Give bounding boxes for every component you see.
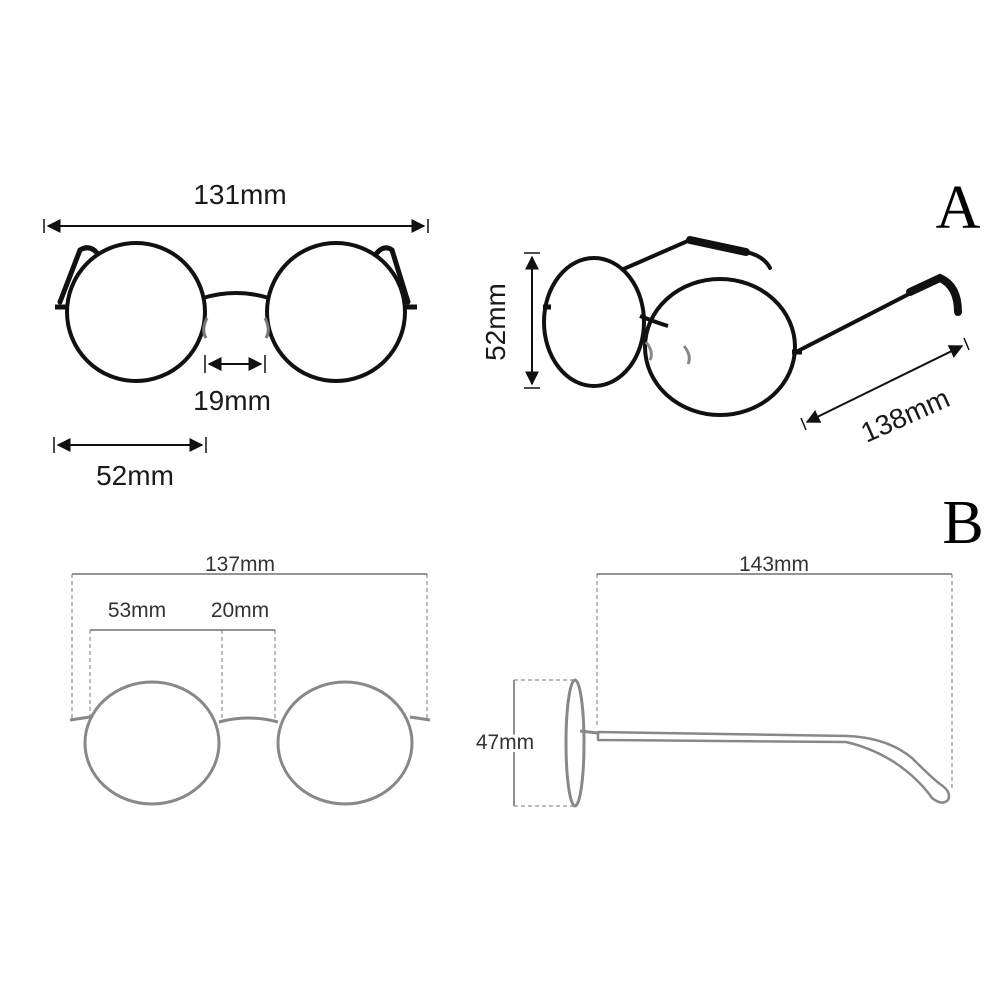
a-angled-near-temple xyxy=(794,275,960,354)
a-bridge-width-label: 19mm xyxy=(193,385,271,416)
b-side-hinge xyxy=(579,729,599,735)
a-front-bridge xyxy=(202,291,270,300)
a-front-left-lens xyxy=(65,241,207,383)
section-label-a: A xyxy=(936,174,981,242)
section-label-b: B xyxy=(942,489,983,557)
b-temple-length-label: 143mm xyxy=(739,553,809,576)
a-front-right-lens xyxy=(265,241,407,383)
b-front-bridge xyxy=(218,716,279,724)
b-total-width-label: 137mm xyxy=(205,553,275,576)
a-front-nose-pad-right xyxy=(263,317,270,339)
a-temple-length-label: 138mm xyxy=(856,382,954,448)
b-front-view: 137mm 53mm 20mm xyxy=(69,553,431,806)
b-side-lens xyxy=(564,678,586,808)
a-lens-width-label: 52mm xyxy=(96,460,174,491)
a-angled-nose-pad-left xyxy=(644,341,653,361)
b-front-right-lens xyxy=(276,680,414,806)
b-lens-height-label: 47mm xyxy=(476,731,534,754)
a-angled-view: 52mm 138mm xyxy=(480,236,970,448)
a-front-nose-pad-left xyxy=(202,317,209,339)
a-total-width-label: 131mm xyxy=(193,179,286,210)
b-front-left-endpiece xyxy=(69,715,91,722)
b-bridge-width-label: 20mm xyxy=(211,599,269,622)
a-angled-nose-pad-right xyxy=(682,345,691,365)
b-front-right-endpiece xyxy=(409,715,431,722)
a-angled-bridge xyxy=(639,314,669,328)
b-side-view: 143mm 47mm xyxy=(473,553,953,808)
b-lens-width-label: 53mm xyxy=(108,599,166,622)
b-front-left-lens xyxy=(83,680,221,806)
a-angled-left-lens xyxy=(542,256,646,388)
a-lens-height-label: 52mm xyxy=(480,283,511,361)
a-temple-length-arrow xyxy=(805,345,964,423)
a-angled-right-lens xyxy=(643,277,797,417)
a-front-view: 131mm 19mm 52mm xyxy=(43,179,429,491)
b-side-temple xyxy=(596,730,951,804)
